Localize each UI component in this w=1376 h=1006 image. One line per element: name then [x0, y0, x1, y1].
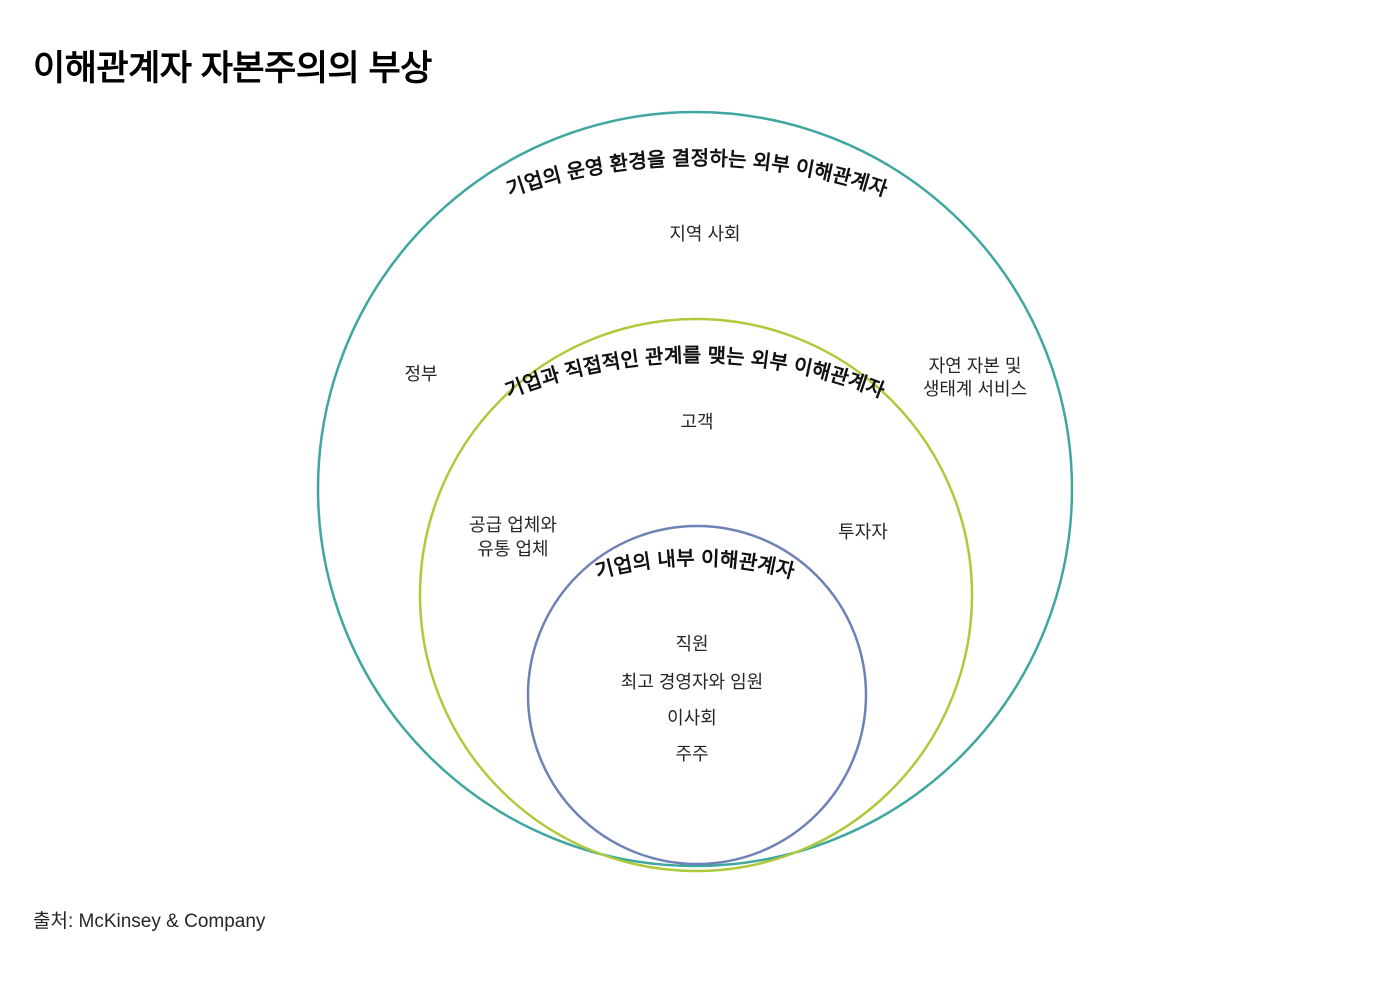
label-natural-capital-line2: 생태계 서비스: [923, 379, 1027, 399]
label-employees: 직원: [675, 634, 708, 654]
label-customers: 고객: [680, 412, 713, 432]
label-government: 정부: [404, 364, 437, 384]
label-local-community: 지역 사회: [669, 224, 740, 244]
outer-ring-circle: [316, 110, 1074, 868]
label-executives: 최고 경영자와 임원: [621, 672, 763, 692]
label-suppliers-line2: 유통 업체: [477, 539, 548, 559]
label-suppliers-line1: 공급 업체와: [469, 515, 557, 535]
label-investors: 투자자: [838, 522, 888, 542]
label-natural-capital-line1: 자연 자본 및: [929, 356, 1022, 376]
page-title: 이해관계자 자본주의의 부상: [33, 49, 432, 88]
inner-ring-curved-title: 기업의 내부 이해관계자: [593, 547, 798, 583]
label-board: 이사회: [667, 708, 717, 728]
middle-ring-circle: [418, 317, 974, 873]
label-shareholders: 주주: [675, 744, 708, 764]
inner-ring-circle: [526, 524, 868, 866]
outer-ring-curved-title: 기업의 운영 환경을 결정하는 외부 이해관계자: [504, 147, 891, 201]
source-attribution: 출처: McKinsey & Company: [33, 911, 266, 932]
